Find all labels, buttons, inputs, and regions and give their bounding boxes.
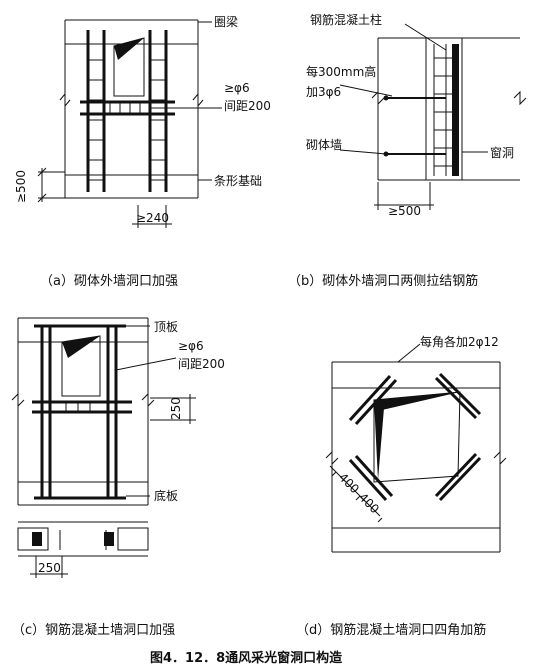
panel-c-label-bottom-slab: 底板 bbox=[154, 488, 178, 503]
panel-b-label-rc-column: 钢筋混凝土柱 bbox=[310, 12, 382, 27]
panel-a-caption: （a）砌体外墙洞口加强 bbox=[40, 274, 178, 289]
panel-c-drawing bbox=[11, 317, 196, 578]
panel-d-dim-a: 400 bbox=[336, 470, 362, 496]
panel-a-label-rebar-dia: ≥φ6 bbox=[224, 81, 250, 95]
panel-b-dim-width: ≥500 bbox=[388, 204, 421, 218]
panel-c-label-top-slab: 顶板 bbox=[154, 320, 178, 334]
panel-d-dim-b: 400 bbox=[356, 490, 382, 516]
panel-c-dim-section: 250 bbox=[38, 561, 61, 575]
panel-b-caption: （b）砌体外墙洞口两侧拉结钢筋 bbox=[288, 273, 478, 289]
panel-c-label-rebar-dia: ≥φ6 bbox=[178, 339, 204, 353]
panel-a-dim-width: ≥240 bbox=[136, 211, 169, 225]
figure-title: 图4．12．8通风采光窗洞口构造 bbox=[150, 650, 343, 666]
panel-b-label-tie-line2: 加3φ6 bbox=[306, 85, 341, 99]
panel-d-label-corner-bars: 每角各加2φ12 bbox=[420, 334, 499, 349]
panel-d-caption: （d）钢筋混凝土墙洞口四角加筋 bbox=[296, 622, 486, 638]
panel-a-label-ring-beam: 圈梁 bbox=[214, 14, 238, 29]
panel-a-dim-height: ≥500 bbox=[14, 170, 28, 203]
panel-c-dim-side: 250 bbox=[169, 397, 183, 420]
panel-b-label-window-opening: 窗洞 bbox=[490, 146, 514, 160]
panel-b-drawing bbox=[339, 23, 527, 210]
panel-a-drawing bbox=[37, 19, 222, 228]
panel-b-label-tie-line1: 每300mm高 bbox=[306, 64, 376, 79]
panel-d-drawing bbox=[325, 343, 507, 553]
panel-c-label-spacing: 间距200 bbox=[178, 357, 225, 371]
panel-a-label-strip-foundation: 条形基础 bbox=[214, 174, 262, 188]
panel-c-caption: （c）钢筋混凝土墙洞口加强 bbox=[12, 622, 175, 638]
panel-b-label-masonry-wall: 砌体墙 bbox=[306, 138, 342, 152]
panel-a-label-spacing: 间距200 bbox=[224, 99, 271, 113]
